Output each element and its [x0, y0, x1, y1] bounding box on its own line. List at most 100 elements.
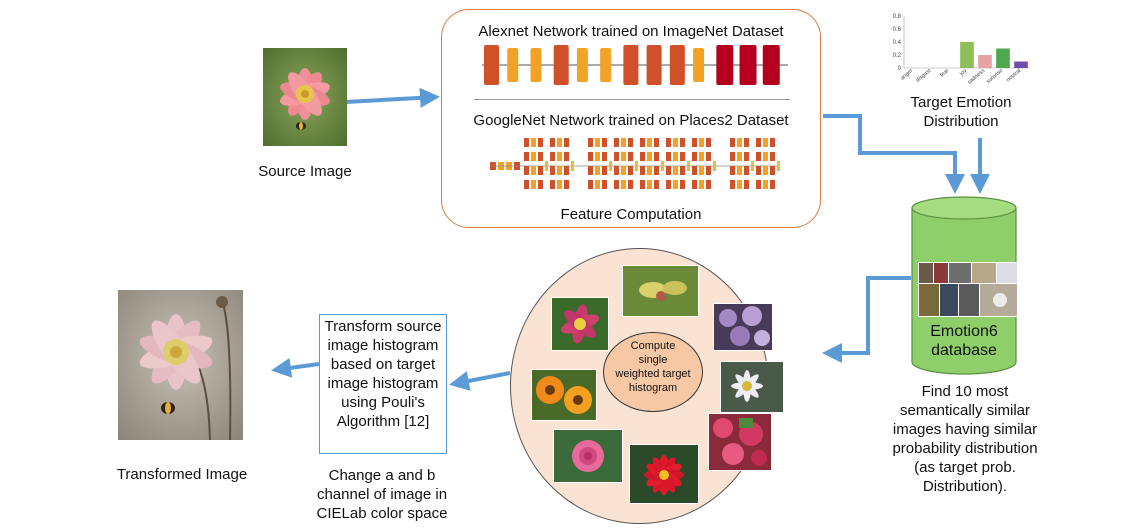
googlenet-concat-block — [687, 161, 690, 171]
googlenet-concat-block — [609, 161, 612, 171]
googlenet-inception-block — [550, 166, 555, 175]
googlenet-inception-block — [614, 152, 619, 161]
googlenet-inception-block — [654, 138, 659, 147]
googlenet-inception-block — [680, 138, 685, 147]
googlenet-inception-block — [595, 152, 600, 161]
compute-line: single — [638, 354, 668, 366]
googlenet-inception-block — [763, 180, 768, 189]
chart-bar-joy — [960, 42, 974, 68]
googlenet-inception-block — [673, 152, 678, 161]
googlenet-inception-block — [654, 166, 659, 175]
arrow-source-to-network — [345, 87, 440, 108]
alexnet-layer-norm1 — [507, 48, 519, 82]
feature-computation-caption: Feature Computation — [560, 206, 702, 223]
googlenet-inception-block — [666, 138, 671, 147]
googlenet-inception-block — [666, 152, 671, 161]
googlenet-inception-block — [737, 180, 742, 189]
similar-line: Find 10 most — [921, 383, 1009, 400]
googlenet-inception-block — [602, 166, 607, 175]
googlenet-inception-block — [564, 180, 569, 189]
googlenet-inception-block — [770, 180, 775, 189]
googlenet-inception-block — [770, 152, 775, 161]
googlenet-inception-block — [524, 138, 529, 147]
googlenet-inception-block — [614, 166, 619, 175]
similar-line: semantically similar — [899, 402, 1031, 419]
googlenet-title: GoogleNet Network trained on Places2 Dat… — [473, 112, 789, 129]
chart-y-tick-label: 0.2 — [893, 53, 902, 59]
googlenet-inception-block — [538, 166, 543, 175]
googlenet-inception-block — [692, 166, 697, 175]
googlenet-inception-block — [564, 138, 569, 147]
googlenet-inception-block — [550, 138, 555, 147]
googlenet-inception-block — [564, 152, 569, 161]
change-line: CIELab color space — [316, 505, 448, 522]
googlenet-inception-block — [654, 180, 659, 189]
googlenet-inception-block — [737, 166, 742, 175]
googlenet-inception-block — [588, 166, 593, 175]
thumb-purple-flowers — [713, 303, 773, 351]
googlenet-inception-block — [699, 166, 704, 175]
chart-x-tick-label: neutral — [1006, 68, 1023, 83]
arrow-ellipse-to-transform — [449, 371, 511, 391]
googlenet-inception-block — [531, 166, 536, 175]
chart-x-tick-label: surprise — [985, 68, 1004, 85]
target-emotion-caption-line2: Distribution — [923, 113, 999, 130]
googlenet-inception-block — [699, 180, 704, 189]
compute-line: histogram — [628, 382, 678, 394]
change-line: Change a and b — [328, 467, 436, 484]
transform-line: Transform source — [324, 318, 442, 335]
alexnet-layer-conv3 — [623, 45, 639, 85]
alexnet-layer-conv5 — [669, 45, 685, 85]
alexnet-layer-pool2 — [600, 48, 612, 82]
transformed-image — [118, 290, 243, 440]
alexnet-layer-pool1 — [530, 48, 542, 82]
source-image-caption: Source Image — [258, 163, 352, 180]
googlenet-inception-block — [640, 166, 645, 175]
change-line: channel of image in — [316, 486, 448, 503]
googlenet-inception-block — [654, 152, 659, 161]
alexnet-title: Alexnet Network trained on ImageNet Data… — [478, 23, 784, 40]
googlenet-concat-block — [545, 161, 548, 171]
alexnet-layer-norm2 — [576, 48, 588, 82]
arrow-transform-to-output — [271, 357, 320, 378]
googlenet-inception-block — [744, 180, 749, 189]
googlenet-inception-block — [621, 152, 626, 161]
thumb-orange-gerbera — [531, 369, 597, 421]
googlenet-inception-block — [706, 166, 711, 175]
googlenet-inception-block — [602, 152, 607, 161]
googlenet-inception-block — [673, 138, 678, 147]
transform-line: image histogram — [327, 375, 439, 392]
googlenet-concat-block — [661, 161, 664, 171]
googlenet-inception-block — [692, 180, 697, 189]
chart-x-tick-label: fear — [939, 68, 950, 79]
alexnet-diagram — [482, 45, 788, 85]
googlenet-inception-block — [647, 180, 652, 189]
alexnet-layer-conv1 — [484, 45, 499, 85]
googlenet-inception-block — [744, 152, 749, 161]
googlenet-inception-block — [756, 152, 761, 161]
alexnet-layer-pool5 — [693, 48, 705, 82]
googlenet-inception-block — [628, 138, 633, 147]
googlenet-inception-block — [628, 152, 633, 161]
googlenet-inception-block — [595, 166, 600, 175]
transform-histogram-box: Transform source image histogram based o… — [319, 314, 447, 454]
thumb-orchid — [622, 265, 699, 317]
source-image — [263, 48, 347, 146]
googlenet-inception-block — [621, 180, 626, 189]
googlenet-inception-block — [531, 152, 536, 161]
compute-line: Compute — [630, 340, 676, 352]
chart-x-tick-label: disgust — [915, 68, 933, 84]
googlenet-inception-block — [557, 180, 562, 189]
similar-line: probability distribution — [892, 440, 1038, 457]
database-image-collage — [918, 262, 1018, 317]
googlenet-inception-block — [666, 180, 671, 189]
alexnet-layer-fc8 — [762, 45, 780, 85]
network-divider — [474, 99, 790, 100]
googlenet-inception-block — [673, 166, 678, 175]
googlenet-inception-block — [621, 166, 626, 175]
transform-line: image histogram — [327, 337, 439, 354]
googlenet-inception-block — [730, 152, 735, 161]
chart-y-tick-label: 0.8 — [893, 14, 902, 20]
googlenet-inception-block — [730, 138, 735, 147]
